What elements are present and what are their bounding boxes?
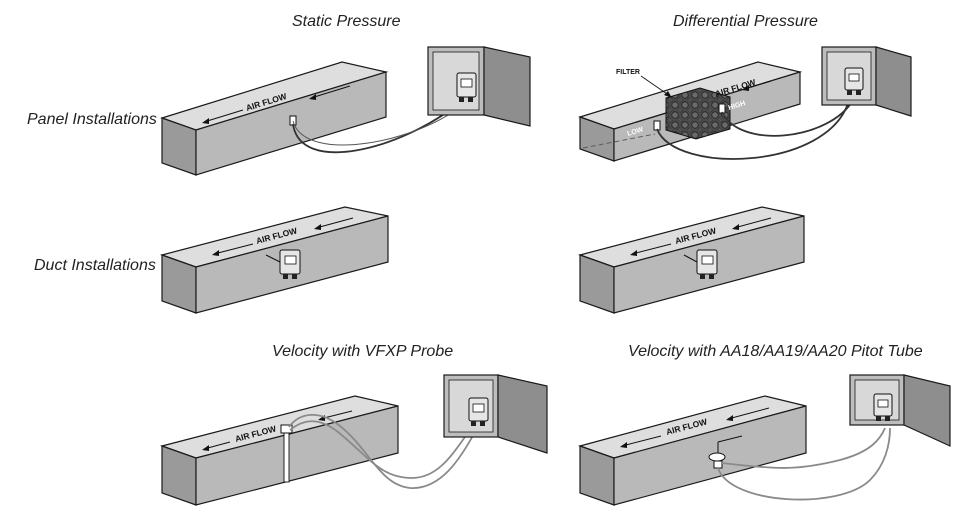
enclosure-door bbox=[497, 374, 548, 454]
low-label: LOW bbox=[627, 126, 645, 138]
title-velocity-vfxp: Velocity with VFXP Probe bbox=[272, 343, 454, 360]
enclosure bbox=[427, 46, 531, 127]
transmitter-fitting bbox=[471, 421, 476, 426]
transmitter-display bbox=[848, 73, 860, 82]
air-flow-arrowhead bbox=[202, 445, 209, 451]
probe-line bbox=[265, 254, 281, 263]
pitot-tube-mount bbox=[708, 452, 726, 462]
duct-installation-right-group: AIR FLOW bbox=[577, 206, 805, 314]
air-flow-arrowhead bbox=[314, 224, 321, 230]
velocity-pitot-group: AIR FLOW bbox=[577, 374, 951, 506]
pitot-tube-line bbox=[717, 435, 743, 443]
air-flow-arrowhead bbox=[309, 94, 316, 100]
pressure-tap-low bbox=[653, 120, 661, 131]
duct-dashed-line bbox=[582, 133, 656, 149]
filter-media bbox=[665, 87, 731, 140]
air-flow-arrow bbox=[631, 243, 672, 255]
air-flow-arrow bbox=[733, 217, 772, 229]
enclosure-door bbox=[903, 374, 951, 447]
velocity-vfxp-group: AIR FLOW bbox=[159, 374, 548, 506]
transmitter-fitting bbox=[856, 90, 861, 95]
probe-tubing bbox=[289, 420, 471, 479]
probe-tubing bbox=[288, 413, 477, 489]
vfxp-probe bbox=[283, 427, 290, 483]
air-flow-arrowhead bbox=[630, 250, 637, 256]
air-flow-arrowhead bbox=[732, 224, 739, 230]
title-static-pressure: Static Pressure bbox=[292, 13, 401, 30]
high-label: HIGH bbox=[728, 100, 747, 112]
air-flow-arrow bbox=[203, 109, 244, 123]
pressure-tubing-high bbox=[721, 99, 854, 137]
enclosure-door bbox=[875, 46, 912, 117]
title-velocity-pitot: Velocity with AA18/AA19/AA20 Pitot Tube bbox=[628, 343, 923, 360]
air-flow-arrow bbox=[727, 407, 770, 420]
transmitter-display bbox=[284, 255, 297, 265]
pitot-tube-fitting bbox=[713, 460, 723, 469]
enclosure-door bbox=[483, 46, 531, 127]
pitot-tubing bbox=[717, 427, 891, 501]
row-label-duct-installations: Duct Installations bbox=[34, 257, 156, 274]
transmitter-display bbox=[701, 255, 714, 265]
air-flow-arrowhead bbox=[742, 85, 749, 91]
duct-side-face bbox=[195, 405, 399, 506]
pressure-tubing bbox=[292, 103, 459, 154]
duct-installation-left-group: AIR FLOW bbox=[159, 206, 389, 314]
pressure-tap-high bbox=[718, 103, 726, 114]
probe-line bbox=[683, 254, 698, 263]
transmitter-display bbox=[460, 78, 473, 88]
transmitter-fitting bbox=[885, 416, 890, 421]
enclosure bbox=[443, 374, 548, 454]
title-differential-pressure: Differential Pressure bbox=[673, 13, 818, 30]
transmitter-fitting bbox=[292, 274, 297, 279]
air-flow-arrowhead bbox=[212, 250, 219, 256]
pressure-tap bbox=[289, 115, 297, 126]
air-flow-arrowhead bbox=[202, 118, 209, 124]
transmitter-fitting bbox=[459, 97, 464, 102]
pressure-tubing-low bbox=[656, 99, 850, 160]
enclosure bbox=[849, 374, 951, 447]
transmitter-fitting bbox=[709, 274, 714, 279]
row-label-panel-installations: Panel Installations bbox=[27, 111, 157, 128]
air-flow-arrowhead bbox=[726, 415, 733, 421]
transmitter-display bbox=[472, 403, 485, 413]
transmitter-fitting bbox=[700, 274, 705, 279]
air-flow-arrow bbox=[315, 217, 354, 229]
filter-leader-arrowhead bbox=[664, 91, 672, 98]
filter-label: FILTER bbox=[616, 69, 640, 76]
transmitter-fitting bbox=[847, 90, 852, 95]
static-pressure-panel-group: AIR FLOW bbox=[160, 46, 531, 176]
differential-pressure-panel-group: FILTER LOW HIGH AIR FLOW bbox=[578, 46, 912, 162]
pressure-tubing bbox=[292, 103, 464, 146]
transmitter-fitting bbox=[283, 274, 288, 279]
enclosure bbox=[821, 46, 912, 117]
air-flow-arrow bbox=[621, 435, 662, 447]
air-flow-arrow bbox=[310, 85, 351, 99]
pitot-tubing bbox=[721, 427, 886, 469]
air-flow-arrow bbox=[213, 243, 254, 255]
transmitter-display bbox=[877, 399, 889, 408]
transmitter-fitting bbox=[468, 97, 473, 102]
transmitter-fitting bbox=[876, 416, 881, 421]
filter-leader-line bbox=[640, 75, 671, 97]
transmitter-fitting bbox=[480, 421, 485, 426]
air-flow-arrowhead bbox=[620, 442, 627, 448]
